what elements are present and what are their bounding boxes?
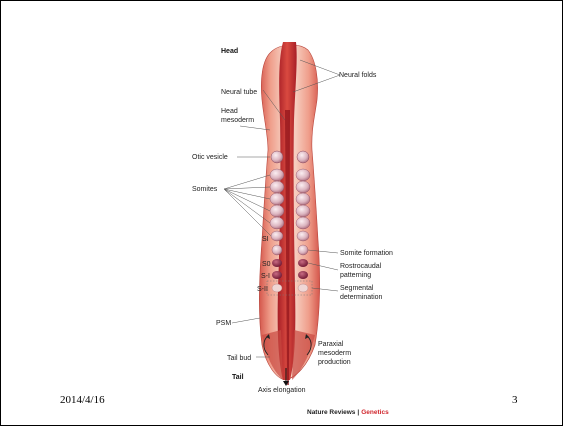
label-paraxial-3: production	[318, 359, 351, 366]
label-tail-bud: Tail bud	[227, 355, 251, 362]
credit-journal: Nature Reviews	[307, 409, 355, 416]
label-neural-folds: Neural folds	[339, 72, 377, 79]
label-s0: S0	[262, 261, 271, 268]
page-number: 3	[512, 394, 518, 406]
label-psm: PSM	[216, 320, 231, 327]
label-neural-tube: Neural tube	[221, 89, 257, 96]
otic-vesicle-right	[297, 151, 309, 163]
label-paraxial-2: mesoderm	[318, 350, 351, 357]
label-tail: Tail	[232, 374, 244, 381]
label-segmental-2: determination	[340, 294, 383, 301]
slide-date: 2014/4/16	[60, 394, 105, 406]
tail-fold-right	[292, 330, 315, 380]
label-rostrocaudal-2: patterning	[340, 272, 371, 279]
label-segmental-1: Segmental	[340, 285, 374, 292]
credit-section: Genetics	[361, 409, 388, 416]
label-somite-formation: Somite formation	[340, 250, 393, 257]
label-head: Head	[221, 48, 238, 55]
label-s-minus-2: S-II	[257, 286, 268, 293]
label-otic-vesicle: Otic vesicle	[192, 154, 228, 161]
label-rostrocaudal-1: Rostrocaudal	[340, 263, 382, 270]
label-paraxial-1: Paraxial	[318, 341, 344, 348]
label-head-mesoderm-1: Head	[221, 108, 238, 115]
label-head-mesoderm-2: mesoderm	[221, 117, 254, 124]
label-somites: Somites	[192, 186, 218, 193]
figure-credit: Nature Reviews|Genetics	[307, 409, 389, 416]
label-s-minus-1: S-I	[261, 273, 270, 280]
label-si: SI	[262, 236, 269, 243]
otic-vesicle-left	[271, 151, 283, 163]
label-axis-elongation: Axis elongation	[258, 387, 306, 394]
